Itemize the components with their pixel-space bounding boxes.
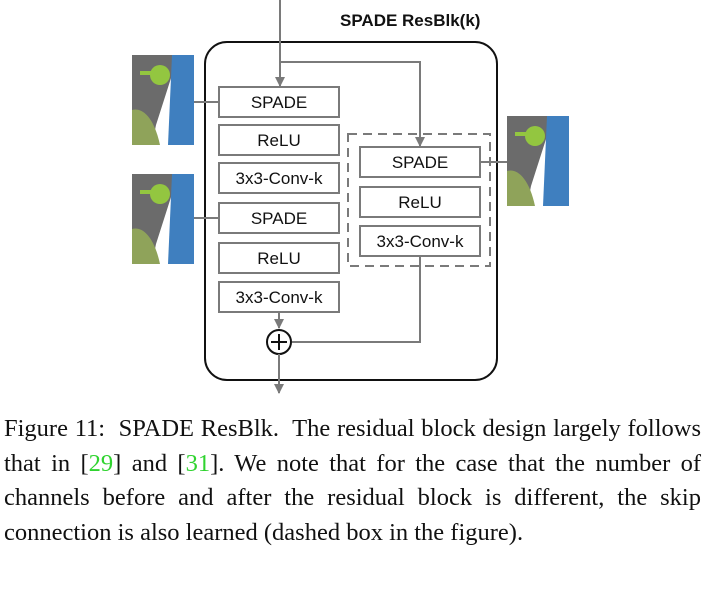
sum-node bbox=[266, 329, 292, 355]
skip-conv-label: 3x3-Conv-k bbox=[377, 232, 464, 251]
main-relu-2-box bbox=[218, 242, 340, 274]
main-conv-2-label: 3x3-Conv-k bbox=[236, 288, 323, 307]
skip-path: SPADE ReLU 3x3-Conv-k bbox=[359, 146, 481, 257]
main-relu-1-label: ReLU bbox=[257, 131, 300, 150]
figure-caption: Figure 11: SPADE ResBlk. The residual bl… bbox=[4, 415, 702, 546]
main-spade-1-box bbox=[218, 86, 340, 118]
main-spade-1-label: SPADE bbox=[251, 93, 307, 112]
skip-spade-box bbox=[359, 146, 481, 178]
citation-link-29[interactable]: 29 bbox=[88, 449, 114, 477]
skip-branch-line bbox=[280, 61, 425, 147]
citation-link-31[interactable]: 31 bbox=[185, 449, 211, 477]
caption-text-c: . We note that for the case that the num… bbox=[4, 449, 701, 546]
segmap-input-2-image bbox=[132, 174, 194, 264]
main-conv-1-box bbox=[218, 162, 340, 194]
main-conv-2-box bbox=[218, 281, 340, 313]
spade-resblk-diagram: SPADE ResBlk(k) SPADE ReLU 3x3-Conv-k SP… bbox=[132, 0, 569, 394]
segmap-input-1-image bbox=[132, 55, 194, 145]
skip-relu-box bbox=[359, 186, 481, 218]
main-conv-1-label: 3x3-Conv-k bbox=[236, 169, 323, 188]
caption-text-a: The residual block design largely follow… bbox=[4, 415, 702, 477]
resblk-outer-box bbox=[204, 41, 498, 381]
segmap-input-3-image bbox=[507, 116, 569, 206]
main-spade-2-label: SPADE bbox=[251, 209, 307, 228]
caption-label: Figure 11: bbox=[4, 415, 106, 442]
block-title: SPADE ResBlk(k) bbox=[340, 11, 480, 30]
skip-to-sum-line bbox=[292, 256, 421, 343]
skip-spade-label: SPADE bbox=[392, 153, 448, 172]
caption-text-b: and bbox=[121, 449, 178, 477]
main-spade-2-box bbox=[218, 202, 340, 234]
main-relu-2-label: ReLU bbox=[257, 249, 300, 268]
main-relu-1-box bbox=[218, 124, 340, 156]
skip-conv-box bbox=[359, 225, 481, 257]
caption-name: SPADE ResBlk. bbox=[118, 415, 280, 442]
main-path: SPADE ReLU 3x3-Conv-k SPADE ReLU 3x3-Con… bbox=[218, 86, 340, 313]
skip-relu-label: ReLU bbox=[398, 193, 441, 212]
